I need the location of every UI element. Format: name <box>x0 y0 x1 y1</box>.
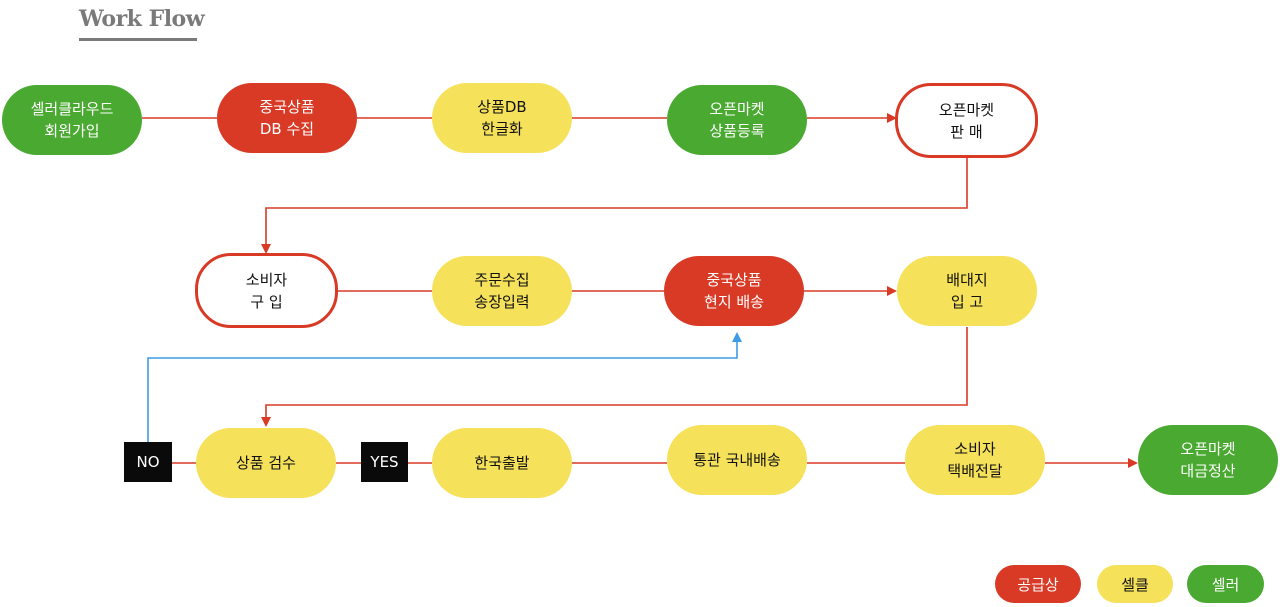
node-settlement: 오픈마켓 대금정산 <box>1138 425 1278 495</box>
connector-warehouse-inspect <box>261 327 968 427</box>
node-customs: 통관 국내배송 <box>667 425 807 495</box>
no-tag: NO <box>124 442 172 482</box>
legend-sellcle: 셀클 <box>1097 565 1173 603</box>
legend-supplier: 공급상 <box>995 565 1081 603</box>
node-courier: 소비자 택배전달 <box>905 425 1045 495</box>
node-market-register: 오픈마켓 상품등록 <box>667 85 807 155</box>
connector-no-reship <box>147 332 742 442</box>
connector-sale-buy <box>261 158 968 254</box>
title-underline <box>79 38 197 41</box>
page-title: Work Flow <box>79 6 205 32</box>
legend-seller: 셀러 <box>1187 565 1264 603</box>
node-signup: 셀러클라우드 회원가입 <box>2 85 142 155</box>
node-warehouse-in: 배대지 입 고 <box>897 256 1037 326</box>
node-korea-depart: 한국출발 <box>432 428 572 498</box>
node-china-ship: 중국상품 현지 배송 <box>664 256 804 326</box>
node-localize: 상품DB 한글화 <box>432 83 572 153</box>
node-order-collect: 주문수집 송장입력 <box>432 256 572 326</box>
yes-tag: YES <box>361 442 408 482</box>
node-china-collect: 중국상품 DB 수집 <box>217 83 357 153</box>
node-market-sale: 오픈마켓 판 매 <box>895 83 1038 158</box>
node-consumer-buy: 소비자 구 입 <box>195 253 338 328</box>
node-inspect: 상품 검수 <box>196 428 336 498</box>
